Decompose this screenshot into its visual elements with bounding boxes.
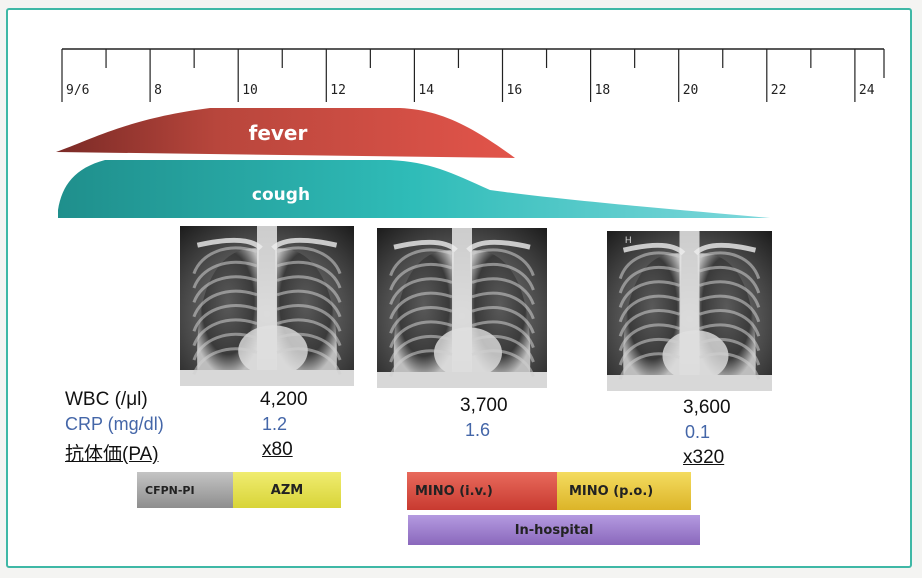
- antibody-value-1: x80: [262, 439, 293, 461]
- tick-label: 9/6: [66, 83, 89, 98]
- timeline-chart: 9/6 8 10 12 14 16 18 20 22 24 fever cough: [0, 0, 922, 230]
- fever-label: fever: [249, 121, 308, 145]
- crp-label: CRP (mg/dl): [65, 414, 164, 435]
- chest-xray-2: [377, 228, 547, 388]
- azm-bar: AZM: [233, 472, 341, 508]
- wbc-value-2: 3,700: [460, 395, 508, 417]
- cough-label: cough: [252, 185, 310, 205]
- in-hospital-bar: In-hospital: [408, 515, 700, 545]
- chest-xray-2-image: [377, 228, 547, 388]
- diaphragm: [180, 370, 354, 386]
- tick-label: 16: [507, 83, 523, 98]
- chest-xray-3-image: [607, 231, 772, 391]
- mino-po-bar: MINO (p.o.): [557, 472, 691, 510]
- antibody-value-3: x320: [683, 447, 724, 469]
- timeline-axis: 9/6 8 10 12 14 16 18 20 22 24: [62, 49, 884, 102]
- wbc-label: WBC (/μl): [65, 389, 148, 411]
- wbc-value-3: 3,600: [683, 397, 731, 419]
- crp-value-1: 1.2: [262, 414, 287, 435]
- chest-xray-1: [180, 226, 354, 386]
- chest-xray-3: H: [607, 231, 772, 391]
- tick-label: 24: [859, 83, 875, 98]
- chest-xray-1-image: [180, 226, 354, 386]
- tick-label: 18: [595, 83, 611, 98]
- tick-label: 8: [154, 83, 162, 98]
- diaphragm: [607, 375, 772, 391]
- cfpn-bar: CFPN-PI: [137, 472, 233, 508]
- antibody-label: 抗体価(PA): [65, 439, 159, 466]
- xray-marker: H: [625, 235, 632, 245]
- tick-label: 12: [330, 83, 346, 98]
- tick-label: 22: [771, 83, 787, 98]
- cough-band: [58, 160, 770, 218]
- tick-label: 20: [683, 83, 699, 98]
- diaphragm: [377, 372, 547, 388]
- wbc-value-1: 4,200: [260, 389, 308, 411]
- tick-label: 10: [242, 83, 258, 98]
- crp-value-2: 1.6: [465, 420, 490, 441]
- tick-label: 14: [418, 83, 434, 98]
- crp-value-3: 0.1: [685, 422, 710, 443]
- mino-iv-bar: MINO (i.v.): [407, 472, 557, 510]
